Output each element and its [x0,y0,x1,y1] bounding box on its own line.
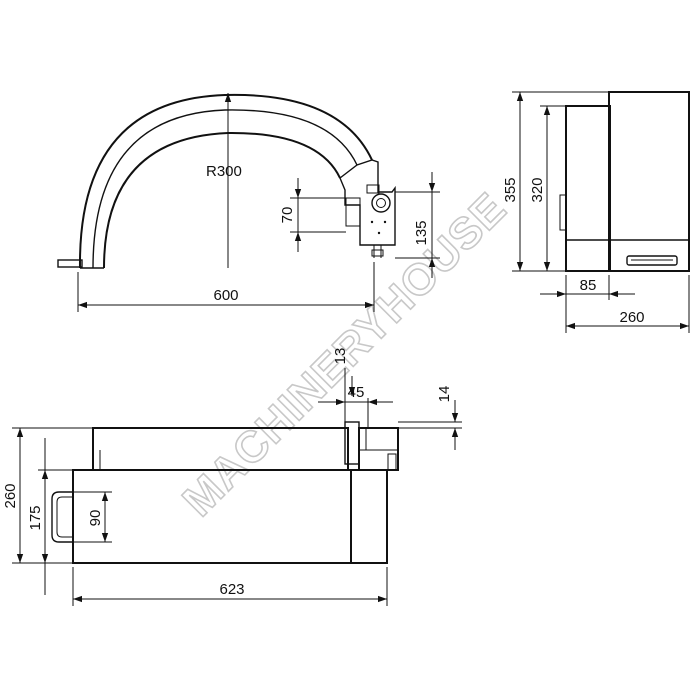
guard-outer-arc [78,93,373,269]
guard-peg-left [57,259,83,268]
top-view: 260 175 90 623 13 45 14 [2,348,462,606]
end-view: 355 320 85 260 [502,91,690,333]
dim-175: 175 [27,505,44,530]
end-cover [608,91,690,272]
top-pivot-block [358,427,399,471]
dim-90: 90 [87,510,104,527]
dim-45: 45 [348,384,365,401]
dim-355: 355 [502,177,519,202]
dim-320: 320 [529,177,546,202]
dim-13: 13 [332,348,349,365]
bracket-plate [339,159,396,246]
dim-623: 623 [219,581,244,598]
dim-70: 70 [279,207,296,224]
dim-260-top: 260 [2,483,19,508]
top-handle [51,491,73,543]
guard-inner-arc [103,131,341,269]
dim-14: 14 [436,386,453,403]
dim-85: 85 [580,277,597,294]
dim-260-end: 260 [619,309,644,326]
dim-radius: R300 [206,163,242,180]
end-body [565,105,611,272]
dim-135: 135 [413,220,430,245]
side-view: R300 600 70 135 [57,93,440,312]
top-end-cap [350,469,388,564]
dim-width-600: 600 [213,287,238,304]
end-handle [626,255,678,266]
pivot-bolt [371,193,391,213]
guard-mid-arc [92,109,358,269]
